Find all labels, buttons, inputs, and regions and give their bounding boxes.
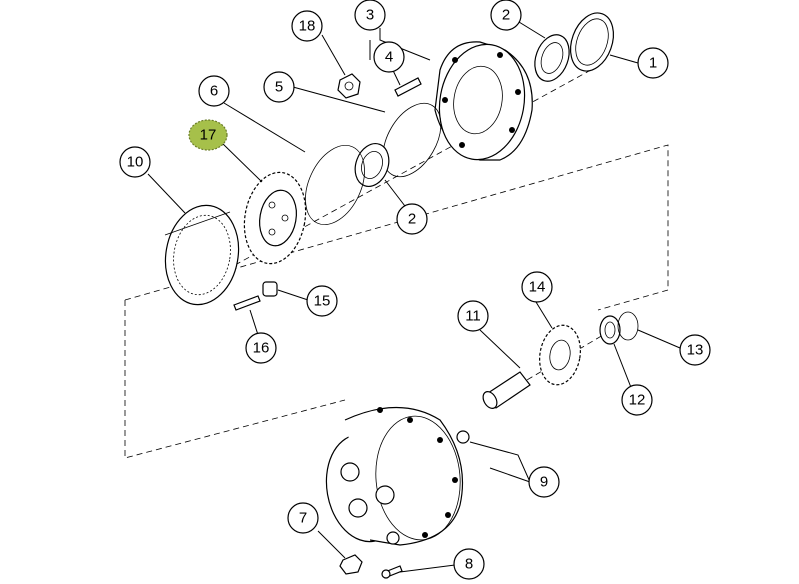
callout-14[interactable]: 14	[521, 271, 553, 303]
callout-9-label: 9	[540, 474, 548, 491]
callout-2-mid[interactable]: 2	[396, 203, 428, 235]
callout-9[interactable]: 9	[528, 466, 560, 498]
callout-12-label: 12	[629, 392, 646, 409]
part-16-bolt	[233, 295, 261, 311]
callout-7-label: 7	[299, 510, 307, 527]
callout-13[interactable]: 13	[679, 334, 711, 366]
callout-5[interactable]: 5	[263, 71, 295, 103]
part-9-carrier-housing	[325, 407, 470, 546]
callout-4-label: 4	[385, 49, 393, 66]
part-3-hub-housing	[434, 41, 533, 161]
callout-15[interactable]: 15	[306, 285, 338, 317]
callout-4[interactable]: 4	[373, 41, 405, 73]
callout-17-highlighted[interactable]: 17	[188, 119, 228, 151]
part-8-screw	[381, 565, 403, 579]
callout-11-label: 11	[465, 308, 481, 325]
callout-2-mid-label: 2	[408, 211, 416, 228]
callout-8[interactable]: 8	[453, 548, 485, 580]
callout-17-highlight	[188, 119, 228, 151]
callout-2-top-label: 2	[502, 7, 510, 24]
callout-3-label: 3	[366, 7, 374, 24]
callout-18-label: 18	[299, 18, 316, 35]
callout-16[interactable]: 16	[245, 332, 277, 364]
part-10-ring-gear	[164, 204, 240, 306]
callout-12[interactable]: 12	[621, 384, 653, 416]
callout-1[interactable]: 1	[637, 47, 669, 79]
callout-6-label: 6	[210, 83, 218, 100]
part-6-snap-ring	[305, 144, 365, 226]
callout-6[interactable]: 6	[198, 75, 230, 107]
callout-2-top[interactable]: 2	[490, 0, 522, 31]
part-12-washer	[599, 315, 621, 345]
part-4-stud	[394, 77, 422, 97]
part-2-bearing-mid	[354, 143, 390, 187]
part-1-seal-ring	[569, 12, 615, 72]
callout-7[interactable]: 7	[287, 502, 319, 534]
callout-5-label: 5	[275, 79, 283, 96]
callout-16-label: 16	[253, 340, 270, 357]
part-11-pin	[482, 371, 531, 409]
callout-13-label: 13	[687, 342, 704, 359]
callout-10-label: 10	[127, 154, 144, 171]
callout-17-label: 17	[200, 127, 217, 144]
callout-1-label: 1	[649, 55, 657, 72]
part-13-circlip	[617, 311, 639, 341]
callout-11[interactable]: 11	[457, 300, 489, 332]
part-14-spur-gear	[539, 324, 581, 386]
callout-14-label: 14	[529, 279, 546, 296]
callout-15-label: 15	[314, 293, 331, 310]
part-17-gear-carrier	[243, 171, 307, 265]
part-2-bearing-top	[534, 34, 570, 82]
callout-8-label: 8	[465, 556, 473, 573]
leader-lines	[147, 21, 681, 573]
part-18-nut	[337, 73, 361, 99]
callout-10[interactable]: 10	[119, 146, 151, 178]
callout-18[interactable]: 18	[291, 10, 323, 42]
part-15-bushing	[262, 281, 278, 297]
callout-3[interactable]: 3	[354, 0, 386, 31]
part-7-plug	[339, 554, 363, 575]
part-5-o-ring	[382, 102, 442, 178]
